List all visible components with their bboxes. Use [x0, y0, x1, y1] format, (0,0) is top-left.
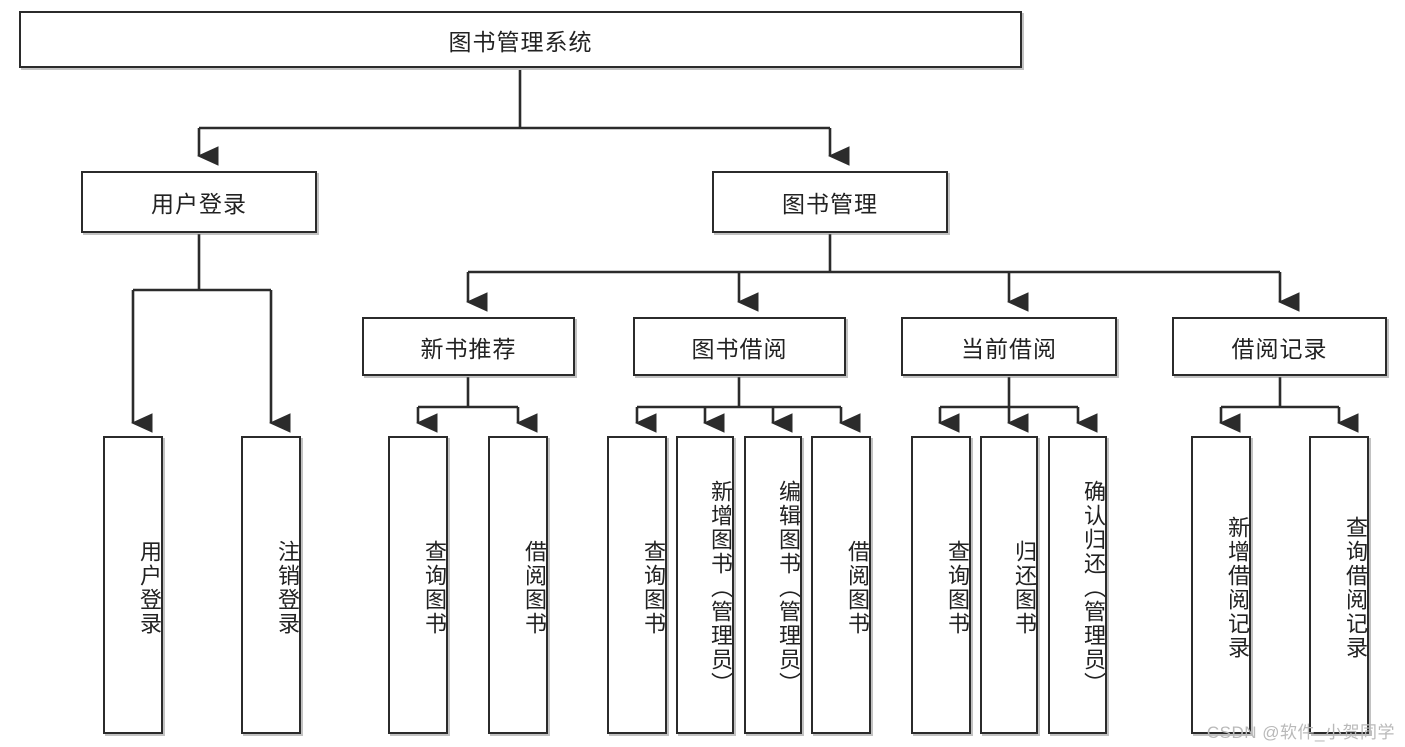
leaf-book-borrow-3[interactable]: 编辑图书（管理员） [744, 436, 802, 734]
leaf-book-borrow-2[interactable]: 新增图书（管理员） [676, 436, 734, 734]
node-borrow-record[interactable]: 借阅记录 [1172, 317, 1387, 376]
leaf-user-login-1[interactable]: 用户登录 [103, 436, 163, 734]
leaf-book-borrow-2-label: 新增图书（管理员） [708, 480, 733, 696]
node-user-login-label: 用户登录 [151, 191, 247, 217]
leaf-borrow-record-1[interactable]: 新增借阅记录 [1191, 436, 1251, 734]
node-current-borrow-label: 当前借阅 [961, 335, 1057, 362]
leaf-book-borrow-4[interactable]: 借阅图书 [811, 436, 871, 734]
node-new-book-recommend-label: 新书推荐 [420, 335, 517, 362]
node-book-borrow-label: 图书借阅 [691, 335, 788, 362]
node-book-management-label: 图书管理 [782, 191, 878, 217]
leaf-new-book-1[interactable]: 查询图书 [388, 436, 448, 734]
leaf-new-book-2[interactable]: 借阅图书 [488, 436, 548, 734]
leaf-new-book-1-label: 查询图书 [422, 540, 447, 636]
node-current-borrow[interactable]: 当前借阅 [901, 317, 1117, 376]
leaf-book-borrow-1-label: 查询图书 [641, 540, 666, 636]
leaf-user-login-2[interactable]: 注销登录 [241, 436, 301, 734]
leaf-borrow-record-2[interactable]: 查询借阅记录 [1309, 436, 1369, 734]
leaf-user-login-1-label: 用户登录 [137, 540, 162, 636]
node-root-label: 图书管理系统 [448, 28, 593, 55]
leaf-book-borrow-1[interactable]: 查询图书 [607, 436, 667, 734]
leaf-current-borrow-1[interactable]: 查询图书 [911, 436, 971, 734]
leaf-book-borrow-3-label: 编辑图书（管理员） [776, 480, 801, 696]
watermark-text: CSDN @软件_小贺同学 [1206, 723, 1395, 742]
node-user-login[interactable]: 用户登录 [81, 171, 317, 233]
leaf-current-borrow-2-label: 归还图书 [1012, 540, 1037, 636]
leaf-current-borrow-1-label: 查询图书 [945, 540, 970, 636]
leaf-new-book-2-label: 借阅图书 [522, 540, 547, 636]
leaf-user-login-2-label: 注销登录 [275, 540, 300, 636]
leaf-borrow-record-2-label: 查询借阅记录 [1343, 516, 1368, 660]
leaf-current-borrow-3-label: 确认归还（管理员） [1081, 480, 1106, 696]
node-root[interactable]: 图书管理系统 [19, 11, 1022, 68]
leaf-current-borrow-2[interactable]: 归还图书 [980, 436, 1038, 734]
node-book-borrow[interactable]: 图书借阅 [633, 317, 846, 376]
leaf-book-borrow-4-label: 借阅图书 [845, 540, 870, 636]
node-new-book-recommend[interactable]: 新书推荐 [362, 317, 575, 376]
node-book-management[interactable]: 图书管理 [712, 171, 948, 233]
leaf-borrow-record-1-label: 新增借阅记录 [1225, 516, 1250, 660]
node-borrow-record-label: 借阅记录 [1231, 335, 1328, 362]
leaf-current-borrow-3[interactable]: 确认归还（管理员） [1048, 436, 1107, 734]
